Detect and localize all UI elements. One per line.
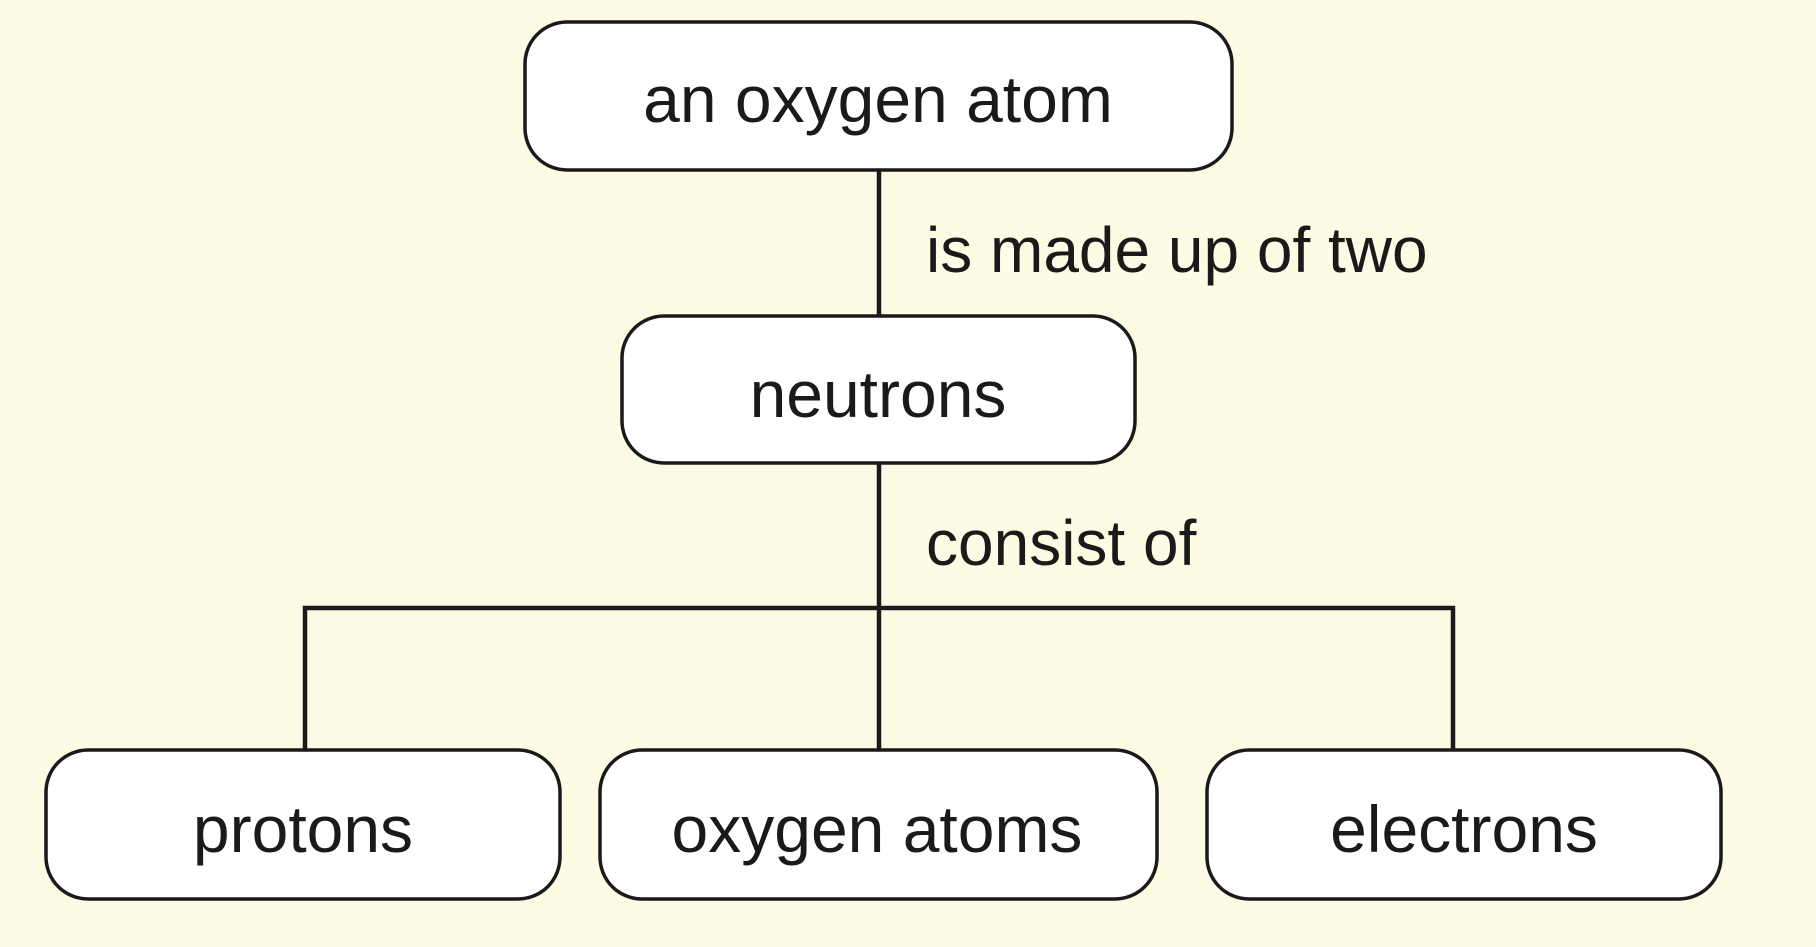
node-label: neutrons (750, 357, 1007, 431)
node-root: an oxygen atom (523, 20, 1234, 172)
connector-branch (302, 605, 1456, 750)
node-label: an oxygen atom (643, 62, 1113, 136)
link-label-made-up-of: is made up of two (926, 214, 1428, 286)
node-label: electrons (1330, 792, 1598, 866)
node-box (1205, 748, 1723, 901)
node-box (620, 314, 1137, 465)
node-child-oxygen-atoms: oxygen atoms (598, 748, 1159, 901)
node-box (598, 748, 1159, 901)
node-child-protons: protons (44, 748, 562, 901)
link-label-consist-of: consist of (926, 507, 1197, 579)
node-label: oxygen atoms (672, 792, 1083, 866)
node-box (44, 748, 562, 901)
node-middle: neutrons (620, 314, 1137, 465)
node-box (523, 20, 1234, 172)
node-label: protons (193, 792, 413, 866)
node-child-electrons: electrons (1205, 748, 1723, 901)
